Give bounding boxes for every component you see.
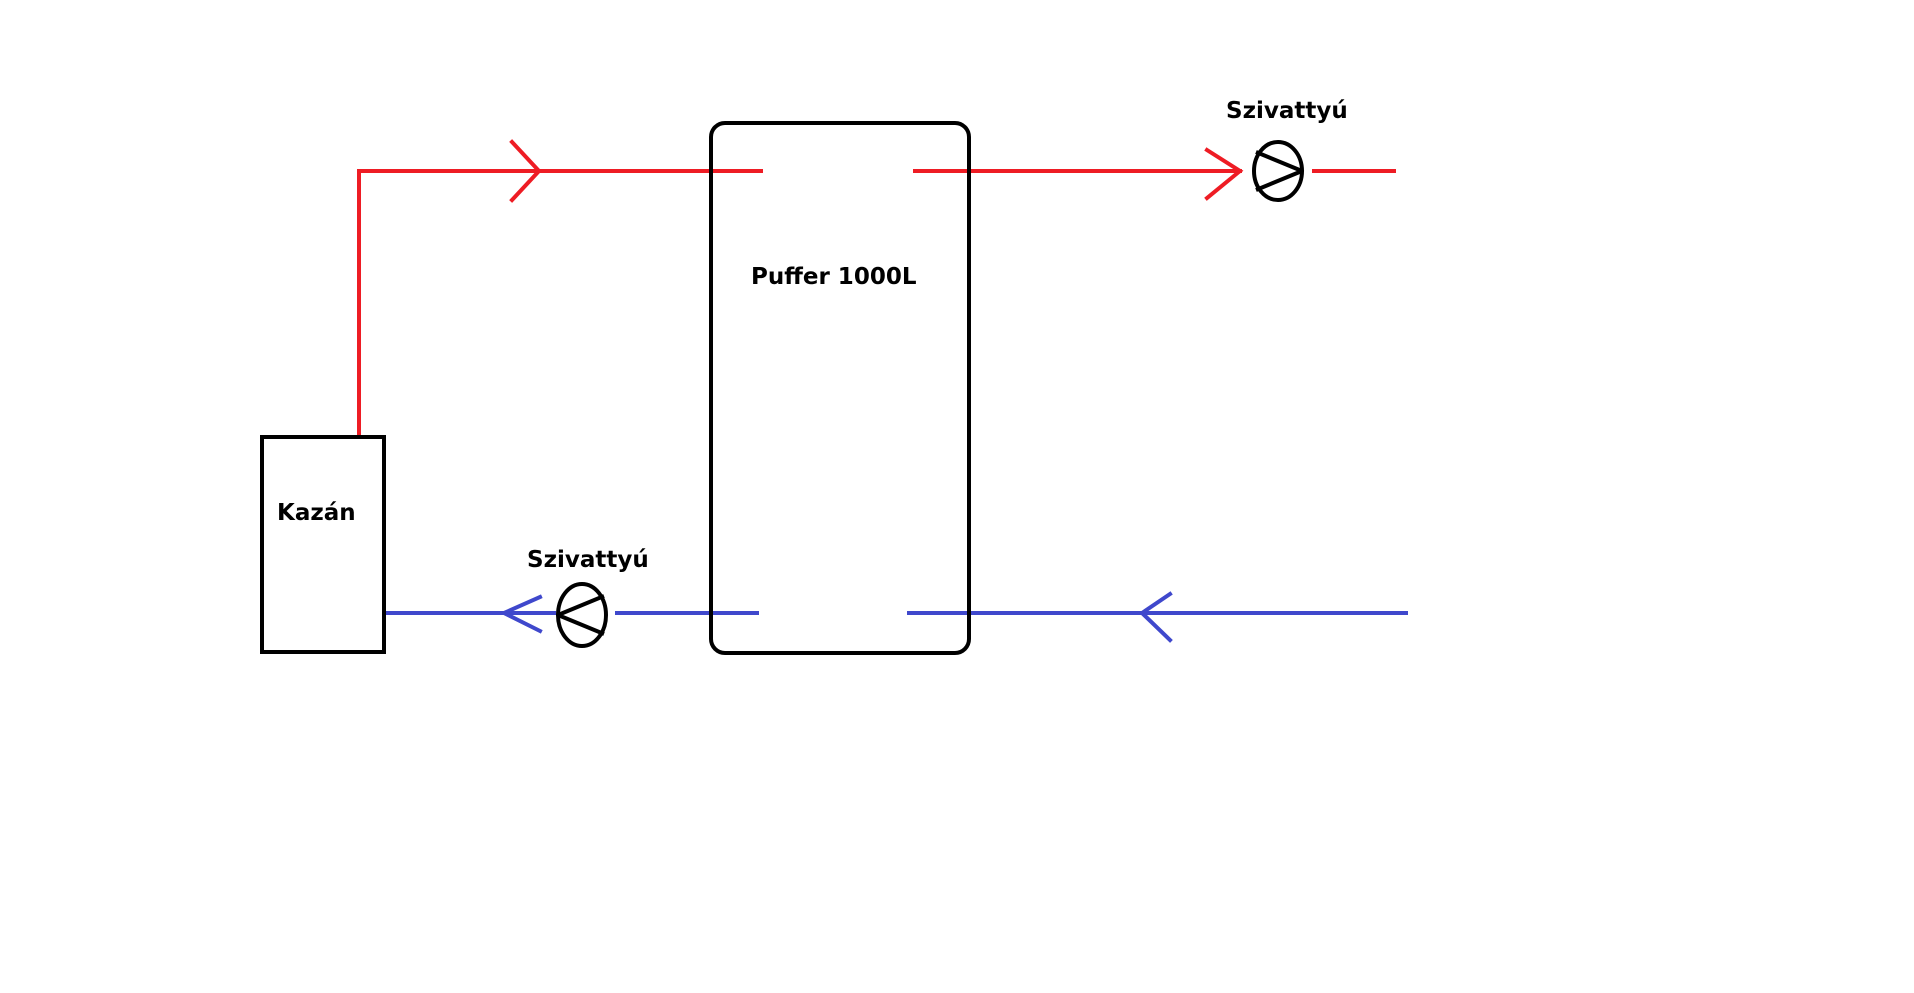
boiler-label: Kazán [277, 500, 356, 526]
pump-icon [556, 582, 608, 648]
pump-icon [1252, 140, 1304, 202]
pump-top-label: Szivattyú [1226, 98, 1348, 124]
flow-arrow-icon [499, 594, 543, 634]
buffer-label: Puffer 1000L [751, 264, 917, 290]
return-line-group [384, 591, 1408, 643]
flow-arrow-icon [1138, 591, 1173, 643]
boiler-box [260, 435, 386, 654]
flow-arrow-icon [1204, 147, 1244, 201]
flow-arrow-icon [509, 139, 542, 203]
pump-bottom-label: Szivattyú [527, 547, 649, 573]
supply-line-boiler-to-buffer [357, 169, 763, 439]
buffer-tank [709, 121, 971, 655]
